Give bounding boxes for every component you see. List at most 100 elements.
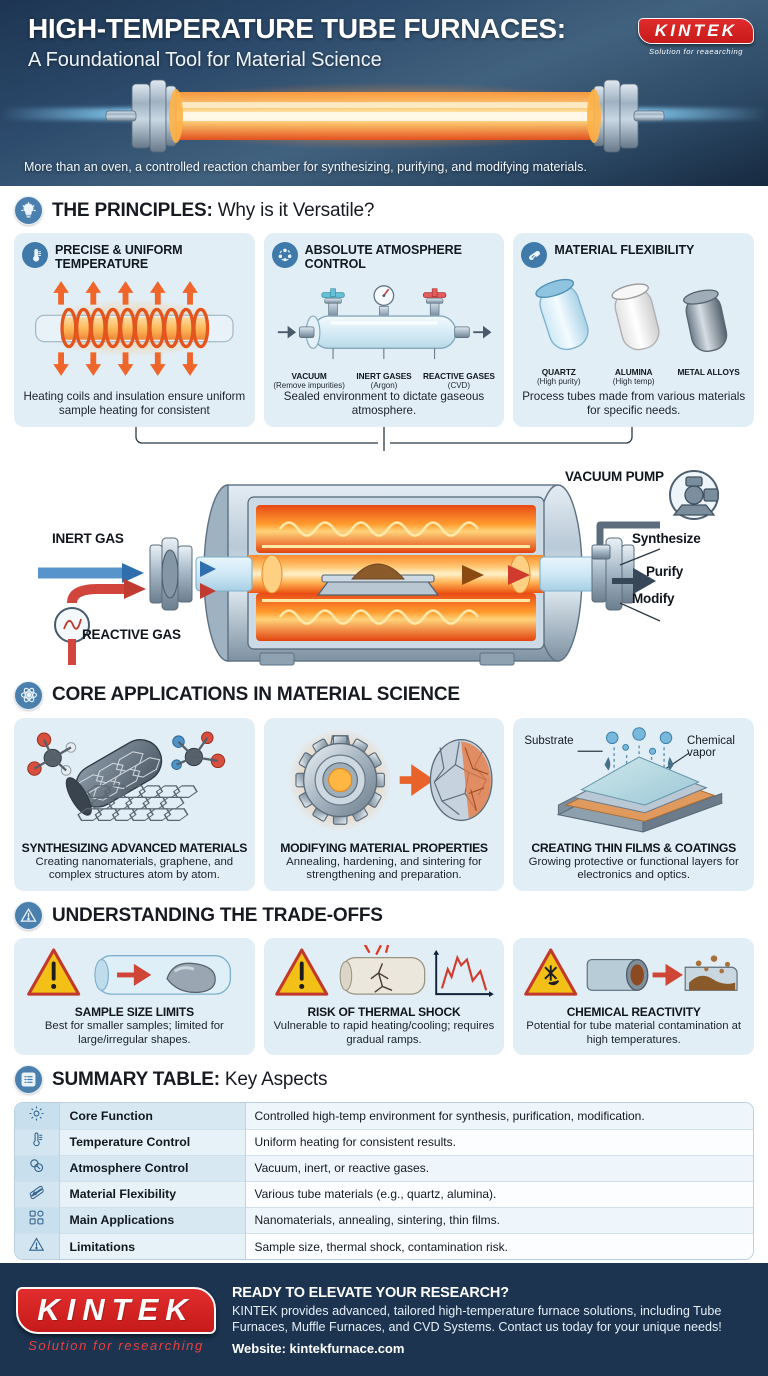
thermal-shock-illustration <box>271 943 498 1001</box>
table-row[interactable]: Atmosphere Control Vacuum, inert, or rea… <box>15 1155 753 1182</box>
header-logo-wordmark: KINTEK <box>654 21 738 40</box>
tube-materials-illustration <box>521 272 746 365</box>
table-key: Atmosphere Control <box>59 1155 246 1182</box>
header-furnace-illustration <box>105 79 665 153</box>
card-description: Best for smaller samples; limited for la… <box>44 1020 224 1046</box>
label-inert-gas: INERT GAS <box>52 530 124 546</box>
summary-section-heading: SUMMARY TABLE: Key Aspects <box>0 1065 768 1095</box>
footer-logo-plate: KINTEK <box>16 1286 216 1334</box>
card-description: Heating coils and insulation ensure unif… <box>23 389 246 417</box>
footer-text-block: READY TO ELEVATE YOUR RESEARCH? KINTEK p… <box>232 1283 752 1356</box>
card-header: ABSOLUTE ATMOSPHERE CONTROL <box>271 242 497 272</box>
summary-heading-text: SUMMARY TABLE: Key Aspects <box>52 1068 328 1090</box>
principles-heading-text: THE PRINCIPLES: Why is it Versatile? <box>52 199 375 221</box>
atmosphere-icon <box>271 242 298 268</box>
sealed-chamber-illustration <box>272 276 497 369</box>
application-card-modifying[interactable]: MODIFYING MATERIAL PROPERTIES Annealing,… <box>263 717 505 892</box>
card-title: CHEMICAL REACTIVITY <box>566 1005 701 1020</box>
callout-chemical-vapor: Chemical vapor <box>687 734 735 760</box>
main-furnace-diagram: INERT GAS REACTIVE GAS VACUUM PUMP Synth… <box>0 453 768 671</box>
table-key: Main Applications <box>59 1207 246 1234</box>
label-metal-alloys: METAL ALLOYS <box>677 367 740 377</box>
card-header: MATERIAL FLEXIBILITY <box>521 242 746 268</box>
footer-logo-tagline: Solution for researching <box>28 1337 204 1353</box>
table-row[interactable]: Core Function Controlled high-temp envir… <box>15 1103 753 1130</box>
label-purify: Purify <box>646 563 684 579</box>
footer-body-text: KINTEK provides advanced, tailored high-… <box>232 1304 722 1334</box>
tradeoff-card-sample-size[interactable]: SAMPLE SIZE LIMITS Best for smaller samp… <box>14 938 255 1056</box>
card-description: Process tubes made from various material… <box>522 389 746 417</box>
sample-size-illustration <box>21 945 248 1001</box>
label-vacuum: VACUUM (Remove impurities) <box>273 370 345 390</box>
header-logo-tagline: Solution for reaearching <box>648 47 744 56</box>
table-key: Core Function <box>59 1103 246 1130</box>
apps-grid-icon <box>15 1207 60 1234</box>
label-vacuum-pump: VACUUM PUMP <box>565 468 664 484</box>
label-reactive-gases: REACTIVE GASES (CVD) <box>422 370 495 390</box>
application-card-thinfilms[interactable]: Substrate Chemical vapor CREATING THIN F… <box>513 717 755 892</box>
warning-icon <box>15 1233 60 1260</box>
table-row[interactable]: Material Flexibility Various tube materi… <box>15 1181 753 1208</box>
label-modify: Modify <box>632 590 675 606</box>
label-alumina: ALUMINA (High temp) <box>612 367 655 386</box>
table-icon <box>14 1065 43 1095</box>
principle-card-material[interactable]: MATERIAL FLEXIBILITY <box>513 233 755 427</box>
chemical-reactivity-illustration <box>520 945 747 1001</box>
furnace-cutaway-illustration <box>38 469 719 666</box>
header-text-block: HIGH-TEMPERATURE TUBE FURNACES: A Founda… <box>28 13 566 72</box>
table-value: Various tube materials (e.g., quartz, al… <box>245 1181 753 1208</box>
atmosphere-labels: VACUUM (Remove impurities) INERT GASES (… <box>272 371 497 390</box>
page-subtitle: A Foundational Tool for Material Science <box>28 49 382 72</box>
header-logo[interactable]: KINTEK Solution for reaearching <box>638 18 754 56</box>
tubes-icon <box>15 1181 60 1208</box>
table-value: Nanomaterials, annealing, sintering, thi… <box>245 1207 753 1234</box>
heating-coil-illustration <box>22 276 247 386</box>
table-value: Controlled high-temp environment for syn… <box>245 1103 753 1130</box>
label-synthesize: Synthesize <box>632 530 701 546</box>
gear-icon <box>15 1103 60 1130</box>
table-row[interactable]: Temperature Control Uniform heating for … <box>15 1129 753 1156</box>
tradeoffs-heading-text: UNDERSTANDING THE TRADE-OFFS <box>52 904 383 926</box>
table-value: Vacuum, inert, or reactive gases. <box>245 1155 753 1182</box>
material-labels: QUARTZ (High purity) ALUMINA (High temp)… <box>521 367 746 386</box>
card-title: SAMPLE SIZE LIMITS <box>74 1005 194 1020</box>
tubes-icon <box>521 242 548 268</box>
nanomaterials-illustration <box>21 724 248 839</box>
card-title: PRECISE & UNIFORM TEMPERATURE <box>55 243 183 272</box>
footer-heading: READY TO ELEVATE YOUR RESEARCH? <box>232 1285 509 1302</box>
table-key: Limitations <box>59 1233 246 1260</box>
table-row[interactable]: Main Applications Nanomaterials, anneali… <box>15 1207 753 1234</box>
footer-logo[interactable]: KINTEK Solution for researching <box>16 1286 216 1353</box>
tradeoff-card-thermal-shock[interactable]: RISK OF THERMAL SHOCK Vulnerable to rapi… <box>263 938 505 1056</box>
card-description: Sealed environment to dictate gaseous at… <box>283 389 485 417</box>
principles-section-heading: THE PRINCIPLES: Why is it Versatile? <box>0 196 768 225</box>
principle-card-temperature[interactable]: PRECISE & UNIFORM TEMPERATURE <box>14 233 255 427</box>
table-row[interactable]: Limitations Sample size, thermal shock, … <box>15 1233 753 1260</box>
table-key: Temperature Control <box>59 1129 246 1156</box>
lightbulb-icon <box>14 196 43 225</box>
page-title: HIGH-TEMPERATURE TUBE FURNACES: <box>28 13 566 44</box>
principles-cards: PRECISE & UNIFORM TEMPERATURE <box>0 233 768 427</box>
gear-grain-illustration <box>271 724 498 839</box>
label-reactive-gas: REACTIVE GAS <box>82 626 181 642</box>
summary-table: Core Function Controlled high-temp envir… <box>14 1102 754 1261</box>
footer-logo-wordmark: KINTEK <box>37 1291 195 1327</box>
page-footer: KINTEK Solution for researching READY TO… <box>0 1263 768 1376</box>
card-header: PRECISE & UNIFORM TEMPERATURE <box>22 242 247 272</box>
card-title: MODIFYING MATERIAL PROPERTIES <box>280 840 488 855</box>
table-key: Material Flexibility <box>59 1181 246 1208</box>
tradeoff-card-chemical-reactivity[interactable]: CHEMICAL REACTIVITY Potential for tube m… <box>513 938 755 1056</box>
label-quartz: QUARTZ (High purity) <box>537 367 581 386</box>
applications-heading-text: CORE APPLICATIONS IN MATERIAL SCIENCE <box>52 684 460 706</box>
application-card-synthesizing[interactable]: SYNTHESIZING ADVANCED MATERIALS Creating… <box>14 717 255 892</box>
thermometer-icon <box>15 1129 60 1156</box>
atom-icon <box>14 680 43 710</box>
tradeoffs-section-heading: UNDERSTANDING THE TRADE-OFFS <box>0 901 768 931</box>
principle-card-atmosphere[interactable]: ABSOLUTE ATMOSPHERE CONTROL <box>263 233 505 427</box>
table-value: Sample size, thermal shock, contaminatio… <box>245 1233 753 1260</box>
application-cards: SYNTHESIZING ADVANCED MATERIALS Creating… <box>0 717 768 892</box>
page-header: HIGH-TEMPERATURE TUBE FURNACES: A Founda… <box>0 0 768 186</box>
card-description: Creating nanomaterials, graphene, and co… <box>35 855 234 882</box>
footer-website-link[interactable]: Website: kintekfurnace.com <box>232 1340 405 1356</box>
header-tagline: More than an oven, a controlled reaction… <box>24 160 587 174</box>
